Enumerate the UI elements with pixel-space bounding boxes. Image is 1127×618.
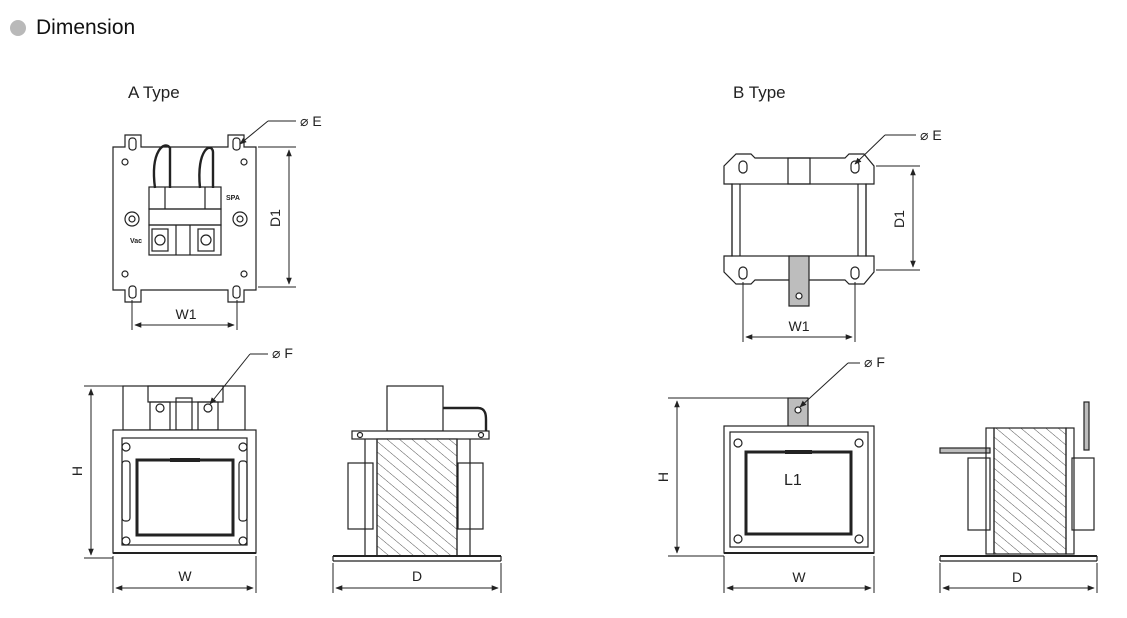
a-phi-e-label: ⌀ E [300, 113, 322, 129]
b-type-front-view [723, 397, 875, 554]
b-d1-dimension [876, 165, 920, 271]
a-w1-label: W1 [176, 306, 197, 322]
b-d1-label: D1 [891, 210, 907, 228]
b-l1-label: L1 [784, 472, 802, 489]
b-w-dimension [723, 556, 875, 593]
section-header: Dimension [10, 16, 135, 40]
a-d-label: D [412, 568, 422, 584]
a-phi-f-label: ⌀ F [272, 345, 293, 361]
a-type-title: A Type [128, 83, 180, 102]
a-w-dimension [112, 556, 257, 593]
a-d1-label: D1 [267, 209, 283, 227]
a-phi-e-leader [239, 120, 296, 145]
a-w1-dimension [131, 300, 238, 330]
bullet-icon [10, 20, 26, 36]
b-h-label: H [655, 472, 671, 482]
a-type-front-view [112, 385, 257, 554]
section-title: Dimension [36, 16, 136, 39]
b-w1-label: W1 [789, 318, 810, 334]
a-h-dimension [84, 385, 123, 559]
a-type-top-view [112, 134, 257, 303]
b-phi-e-label: ⌀ E [920, 127, 942, 143]
b-w1-dimension [742, 282, 856, 342]
a-d1-dimension [258, 146, 296, 288]
b-h-dimension [668, 397, 788, 557]
a-h-label: H [69, 466, 85, 476]
a-marking-top: SPA [226, 195, 240, 202]
a-phi-f-leader [209, 353, 268, 405]
b-d-label: D [1012, 569, 1022, 585]
b-type-side-view [939, 401, 1098, 562]
a-w-label: W [178, 568, 192, 584]
b-type-top-view [723, 153, 875, 307]
b-phi-f-label: ⌀ F [864, 354, 885, 370]
b-phi-e-leader [854, 134, 916, 165]
b-phi-f-leader [799, 362, 860, 408]
b-w-label: W [792, 569, 806, 585]
b-d-dimension [939, 563, 1098, 593]
a-d-dimension [332, 563, 502, 593]
b-type-title: B Type [733, 83, 786, 102]
a-type-side-view [332, 385, 502, 562]
a-marking-bottom: Vac [130, 238, 142, 245]
